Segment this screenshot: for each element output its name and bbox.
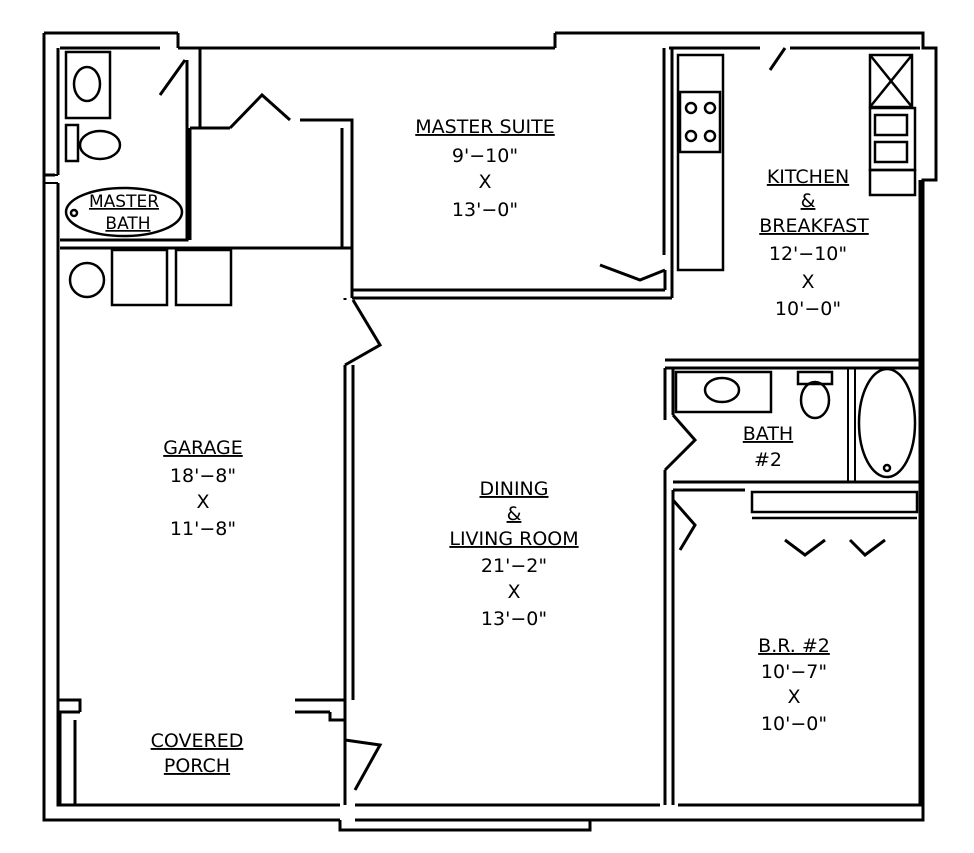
bath2-toilet-tank-icon [796, 370, 834, 386]
living-name-line2: & [507, 503, 522, 525]
front-door [344, 738, 383, 791]
master-suite-length: 13'−0" [452, 199, 518, 221]
bedroom2-width: 10'−7" [761, 661, 827, 683]
kitchen-name-line3: BREAKFAST [759, 215, 869, 237]
bath2-toilet-icon [799, 380, 831, 420]
master-toilet-icon [78, 129, 122, 161]
master-bath-door [158, 59, 187, 96]
garage-name: GARAGE [163, 437, 243, 459]
porch-name-line2: PORCH [164, 755, 230, 777]
fixtures [64, 50, 919, 520]
bedroom2-length: 10'−0" [761, 713, 827, 735]
garage-door [344, 299, 383, 367]
garage-length: 11'−8" [170, 518, 236, 540]
kitchen-name-line1: KITCHEN [767, 166, 849, 188]
master-suite-by: X [478, 171, 491, 193]
bath2-tub-icon [857, 367, 917, 479]
master-bath-name-line2: BATH [105, 214, 150, 234]
master-toilet-tank-icon [64, 123, 80, 163]
living-name-line3: LIVING ROOM [449, 528, 578, 550]
range-icon [678, 90, 722, 154]
master-sink-icon [72, 65, 102, 103]
bath2-sink-icon [703, 376, 741, 404]
bath2-name-line1: BATH [743, 423, 793, 445]
bedroom-closet-door-left [784, 538, 826, 557]
living-name-line1: DINING [480, 478, 549, 500]
interior-walls [58, 48, 920, 805]
garage-width: 18'−8" [170, 465, 236, 487]
master-bath-name-line1: MASTER [89, 192, 159, 212]
master-tub-icon [64, 186, 184, 238]
kitchen-counter-left [676, 53, 725, 272]
living-by: X [507, 581, 520, 603]
master-suite-door [599, 263, 666, 282]
kitchen-door [768, 47, 787, 71]
doors [158, 47, 886, 791]
bedroom2-name: B.R. #2 [758, 635, 830, 657]
bedroom-door [671, 499, 697, 551]
bedroom-closet-door-right [848, 538, 886, 557]
kitchen-name-line2: & [801, 190, 816, 212]
washer-icon [110, 248, 169, 307]
master-closet-door-left [228, 92, 291, 130]
closet-shelf [750, 490, 919, 514]
kitchen-by: X [801, 271, 814, 293]
dryer-icon [174, 248, 233, 307]
kitchen-width: 12'−10" [769, 243, 847, 265]
exterior-walls [42, 31, 938, 832]
bath2-sink-counter [674, 370, 773, 414]
garage-by: X [196, 491, 209, 513]
water-heater-icon [68, 261, 106, 299]
porch-name-line1: COVERED [151, 730, 244, 752]
bedroom2-by: X [787, 686, 800, 708]
master-suite-name: MASTER SUITE [415, 116, 555, 138]
room-labels: MASTER SUITE 9'−10" X 13'−0" MASTER BATH… [89, 116, 869, 777]
living-width: 21'−2" [481, 555, 547, 577]
bath2-door [663, 414, 698, 472]
master-sink-counter [64, 50, 112, 120]
kitchen-length: 10'−0" [775, 298, 841, 320]
living-length: 13'−0" [481, 608, 547, 630]
master-suite-width: 9'−10" [452, 145, 518, 167]
bath2-name-line2: #2 [754, 449, 782, 471]
